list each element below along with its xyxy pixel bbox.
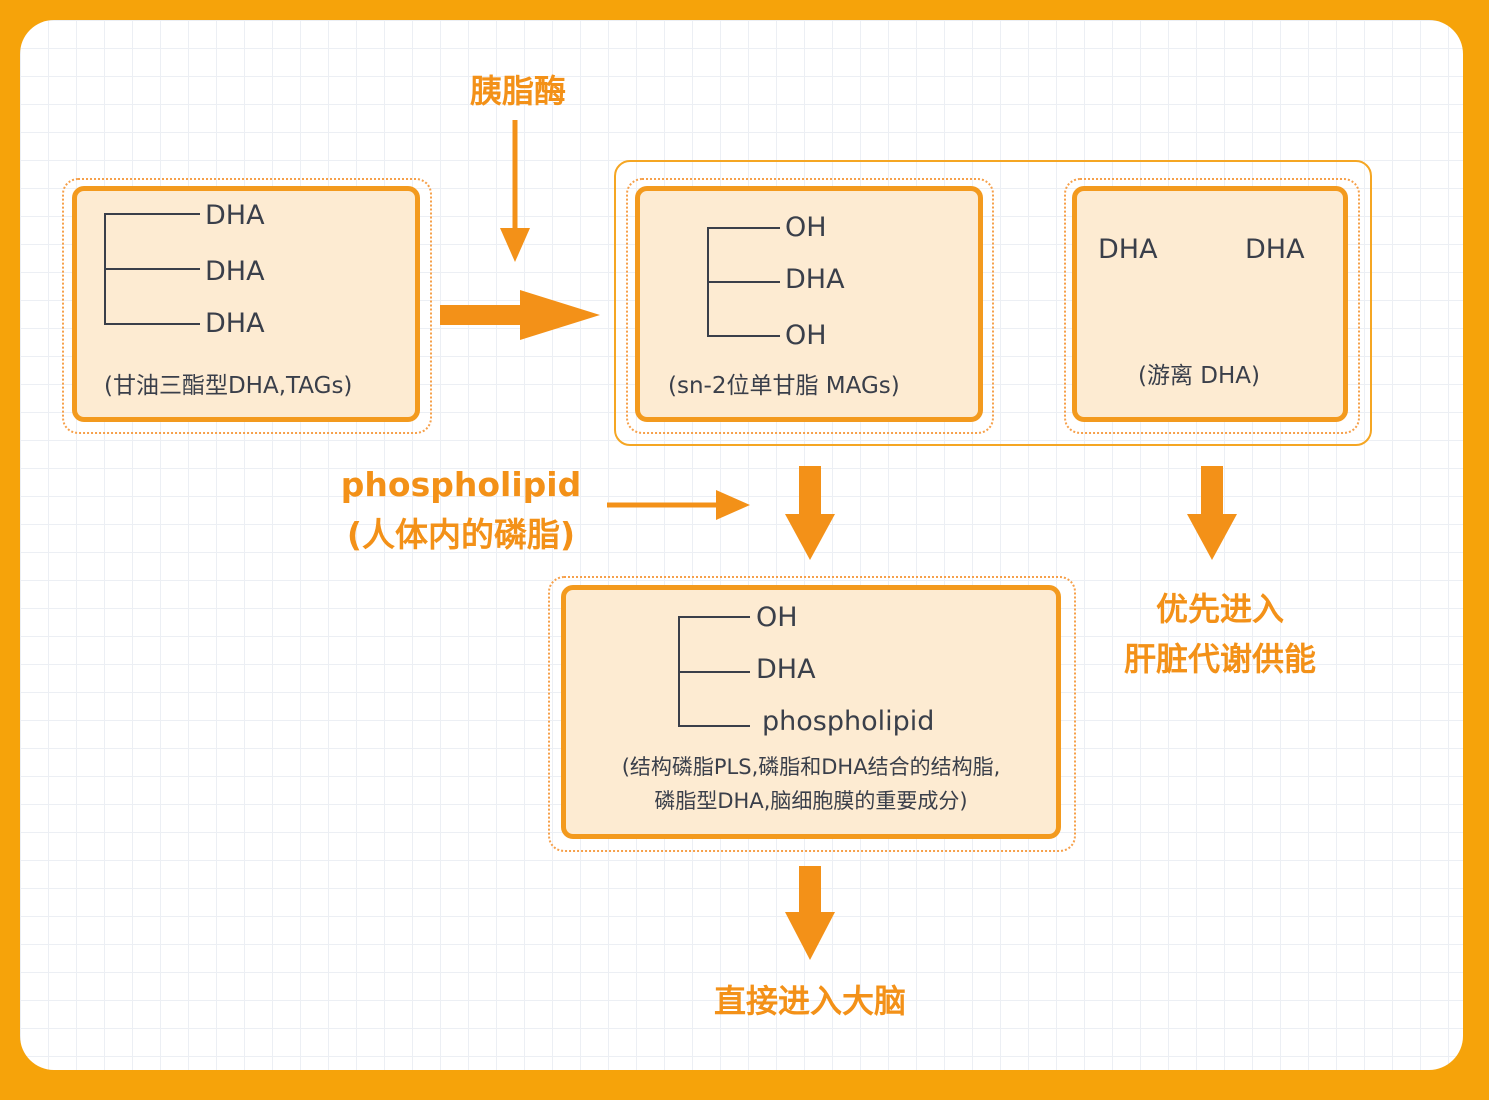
pls-caption-line1: (结构磷脂PLS,磷脂和DHA结合的结构脂, — [621, 755, 1001, 779]
hydrolysis-arrow — [440, 290, 600, 340]
phospholipid-label-line2: (人体内的磷脂) — [346, 515, 576, 554]
enzyme-label: 胰脂酶 — [469, 72, 566, 110]
products-group-outline — [614, 160, 1372, 446]
pls-caption: (结构磷脂PLS,磷脂和DHA结合的结构脂, 磷脂型DHA,脑细胞膜的重要成分) — [580, 750, 1042, 818]
enzyme-arrow — [500, 120, 530, 262]
liver-label-line2: 肝脏代谢供能 — [1123, 640, 1316, 678]
tag-chain-1: DHA — [205, 200, 265, 231]
mag-to-pls-arrow — [785, 466, 835, 560]
mag-chain-3: OH — [785, 320, 827, 351]
mag-caption: (sn-2位单甘脂 MAGs) — [668, 373, 900, 399]
mag-box — [635, 186, 983, 422]
phospholipid-arrow — [607, 490, 750, 520]
free-box — [1072, 186, 1348, 422]
tag-backbone — [104, 213, 200, 325]
pls-box — [561, 585, 1061, 839]
liver-label-line1: 优先进入 — [1155, 590, 1284, 628]
pls-chain-3: phospholipid — [762, 706, 935, 737]
pls-backbone — [678, 616, 750, 727]
mag-chain-1: OH — [785, 212, 827, 243]
mag-box-outline — [626, 178, 994, 434]
mag-chain-2: DHA — [785, 264, 845, 295]
pls-box-outline — [548, 576, 1076, 852]
tag-chain-2: DHA — [205, 256, 265, 287]
free-caption: (游离 DHA) — [1138, 363, 1260, 389]
pls-caption-line2: 磷脂型DHA,脑细胞膜的重要成分) — [654, 789, 968, 813]
tag-box-outline — [62, 178, 432, 434]
liver-label: 优先进入 肝脏代谢供能 — [1100, 584, 1340, 684]
tag-caption: (甘油三酯型DHA,TAGs) — [104, 373, 353, 399]
tag-chain-3: DHA — [205, 308, 265, 339]
phospholipid-label: phospholipid (人体内的磷脂) — [330, 460, 592, 560]
free-dha-2: DHA — [1245, 234, 1305, 265]
tag-box — [72, 186, 420, 422]
free-dha-1: DHA — [1098, 234, 1158, 265]
pls-to-brain-arrow — [785, 866, 835, 960]
free-to-liver-arrow — [1187, 466, 1237, 560]
pls-chain-1: OH — [756, 602, 798, 633]
mag-backbone — [707, 227, 780, 337]
brain-label: 直接进入大脑 — [713, 982, 906, 1020]
pls-chain-2: DHA — [756, 654, 816, 685]
phospholipid-label-line1: phospholipid — [340, 465, 582, 504]
free-box-outline — [1064, 178, 1360, 434]
